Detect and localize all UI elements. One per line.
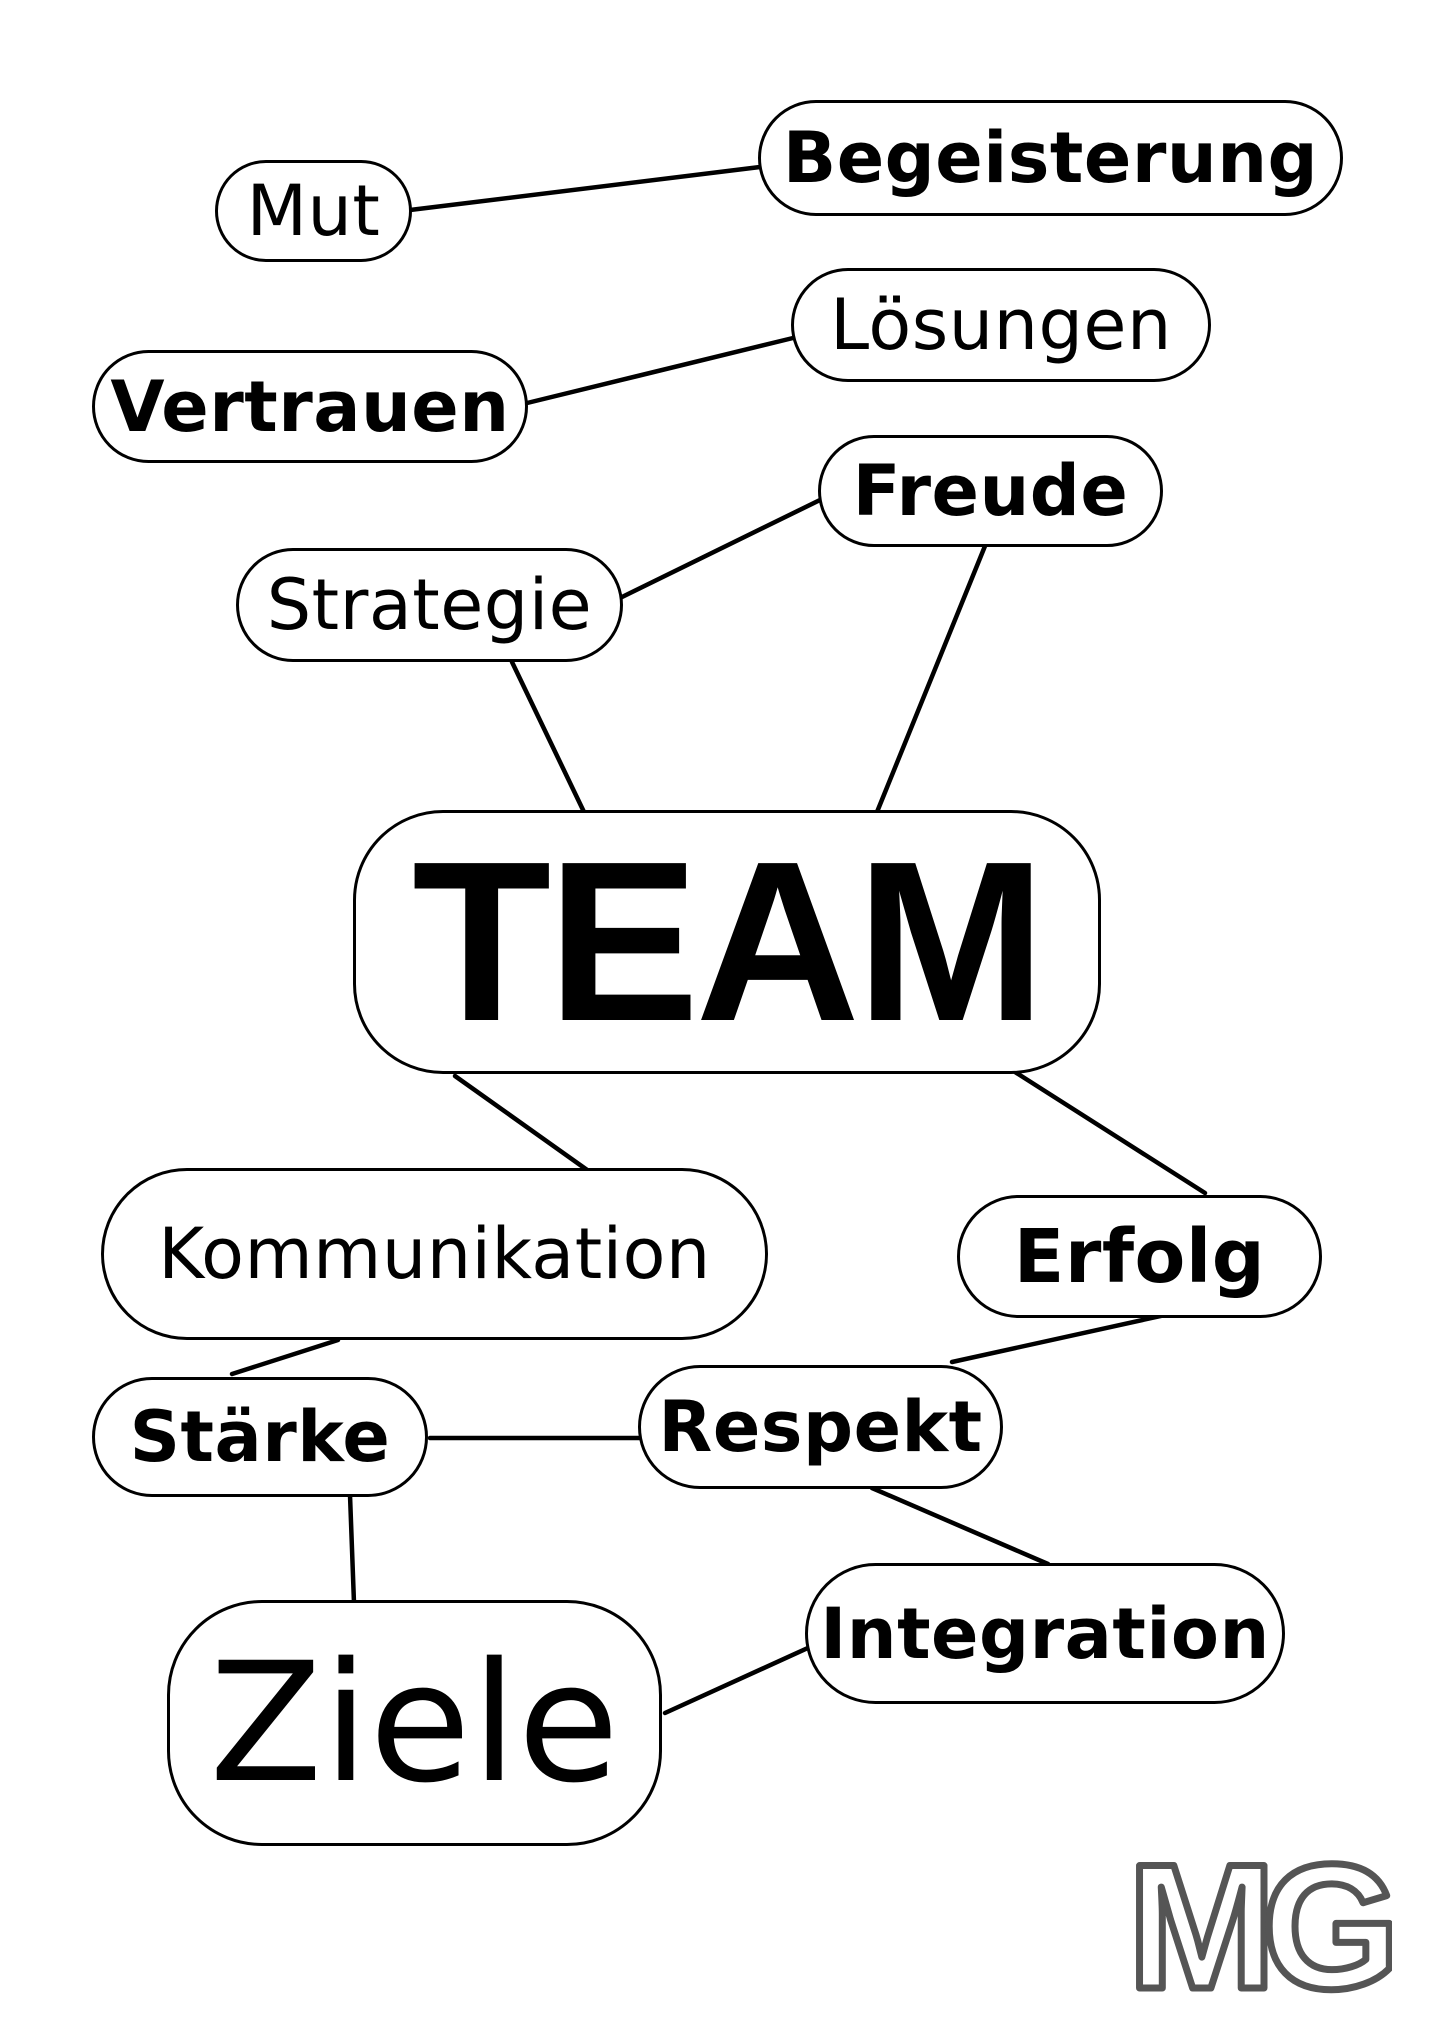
edge-strategie-freude — [617, 497, 823, 601]
node-freude: Freude — [818, 435, 1163, 547]
node-label: Freude — [852, 450, 1129, 532]
node-mut: Mut — [215, 160, 412, 262]
node-label: Ziele — [209, 1627, 620, 1819]
edge-respekt-integration — [869, 1485, 1051, 1567]
edge-mut-begeisterung — [407, 164, 763, 213]
node-integration: Integration — [805, 1563, 1285, 1704]
edge-kommunikation-staerke — [229, 1337, 341, 1377]
edge-ziele-integration — [662, 1644, 813, 1716]
node-label: Erfolg — [1013, 1213, 1266, 1300]
node-label: TEAM — [412, 814, 1046, 1069]
node-label: Mut — [246, 170, 381, 252]
node-respekt: Respekt — [638, 1365, 1003, 1489]
node-vertrauen: Vertrauen — [92, 350, 528, 463]
node-label: Respekt — [658, 1386, 983, 1468]
edge-team-erfolg — [1012, 1069, 1208, 1196]
edge-vertrauen-loesungen — [520, 335, 796, 407]
node-begeisterung: Begeisterung — [758, 100, 1343, 216]
edge-staerke-ziele — [347, 1492, 357, 1606]
node-label: Integration — [820, 1592, 1270, 1675]
node-label: Stärke — [129, 1396, 391, 1478]
node-staerke: Stärke — [92, 1377, 428, 1497]
edge-freude-team — [874, 543, 988, 815]
edge-strategie-team — [509, 659, 587, 815]
mg-logo-icon: MG — [1124, 1843, 1392, 1998]
node-ziele: Ziele — [167, 1600, 662, 1846]
node-team: TEAM — [353, 810, 1101, 1074]
node-label: Kommunikation — [158, 1213, 711, 1295]
node-label: Begeisterung — [782, 117, 1319, 199]
node-label: Lösungen — [830, 284, 1172, 366]
node-strategie: Strategie — [236, 548, 623, 662]
edge-team-kommunikation — [452, 1073, 593, 1175]
edge-erfolg-respekt — [949, 1312, 1168, 1365]
node-erfolg: Erfolg — [957, 1195, 1322, 1318]
node-kommunikation: Kommunikation — [101, 1168, 768, 1340]
node-loesungen: Lösungen — [791, 268, 1211, 382]
node-label: Vertrauen — [110, 365, 510, 448]
logo-text: MG — [1128, 1843, 1390, 1998]
node-label: Strategie — [266, 564, 593, 646]
